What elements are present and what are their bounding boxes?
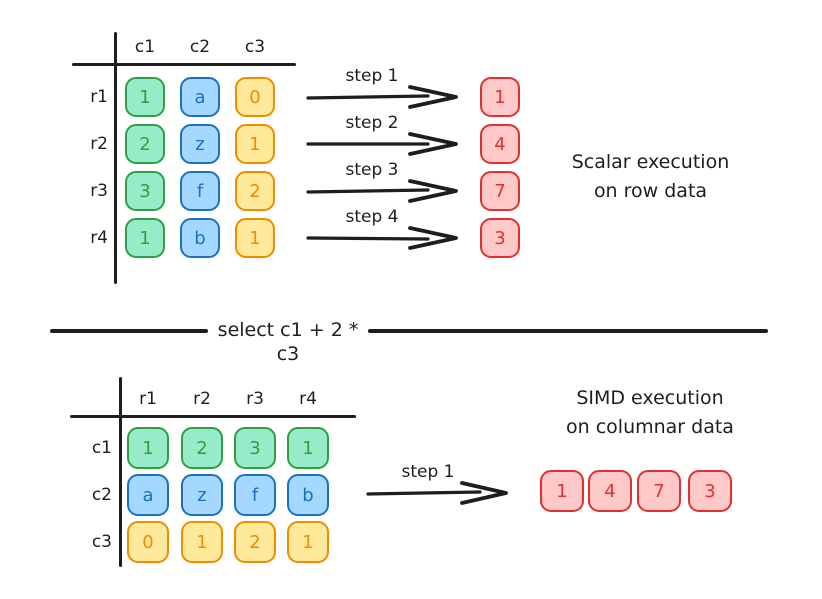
column-header-c3: c3 [244, 37, 266, 57]
column-header-c2: c2 [189, 37, 211, 57]
column-header-r4: r4 [299, 389, 317, 409]
row-table-axis-hline [72, 63, 296, 66]
arrow-icon [306, 179, 458, 203]
table-cell: 3 [234, 427, 276, 469]
result-cell: 4 [480, 124, 520, 164]
table-cell: 1 [235, 124, 275, 164]
table-cell: a [127, 474, 169, 516]
table-cell: 2 [181, 427, 223, 469]
arrow-icon [366, 481, 508, 505]
column-table-axis-vline [119, 377, 122, 567]
row-header-r2: r2 [90, 134, 108, 154]
result-cell: 1 [540, 470, 584, 512]
step-arrow-group: step 2 [306, 112, 464, 160]
scalar-caption-line2: on row data [593, 180, 708, 202]
simd-caption-line1: SIMD execution [576, 387, 724, 409]
row-header-r4: r4 [90, 228, 108, 248]
result-cell: 4 [588, 470, 632, 512]
scalar-caption: Scalar execution on row data [553, 148, 748, 206]
row-header-r3: r3 [90, 181, 108, 201]
row-header-c2: c2 [91, 485, 112, 505]
column-header-r2: r2 [193, 389, 211, 409]
divider-line-right [368, 329, 768, 333]
step-label: step 3 [345, 160, 399, 180]
scalar-caption-line1: Scalar execution [571, 151, 730, 173]
result-cell: 3 [688, 470, 732, 512]
arrow-icon [306, 85, 458, 109]
step-arrow-group: step 1 [306, 65, 464, 113]
table-cell: 0 [235, 77, 275, 117]
row-header-r1: r1 [90, 87, 108, 107]
simd-caption-line2: on columnar data [566, 416, 734, 438]
table-cell: b [287, 474, 329, 516]
step-label: step 1 [401, 462, 455, 482]
step-arrow-group: step 1 [366, 461, 514, 509]
result-cell: 1 [480, 77, 520, 117]
table-cell: 1 [125, 77, 165, 117]
step-arrow-group: step 3 [306, 159, 464, 207]
table-cell: b [180, 218, 220, 258]
column-table-axis-hline [70, 415, 356, 418]
table-cell: 1 [287, 427, 329, 469]
step-label: step 4 [345, 207, 399, 227]
table-cell: f [180, 171, 220, 211]
table-cell: 3 [125, 171, 165, 211]
row-table-axis-vline [114, 32, 117, 284]
divider-line-left [50, 329, 208, 333]
table-cell: z [180, 124, 220, 164]
table-cell: a [180, 77, 220, 117]
table-cell: 1 [287, 521, 329, 563]
row-header-c3: c3 [91, 532, 112, 552]
table-cell: 1 [125, 218, 165, 258]
table-cell: 0 [127, 521, 169, 563]
table-cell: f [234, 474, 276, 516]
query-label: select c1 + 2 * c3 [217, 319, 359, 365]
table-cell: 2 [125, 124, 165, 164]
column-header-r3: r3 [246, 389, 264, 409]
table-cell: 1 [181, 521, 223, 563]
table-cell: 1 [235, 218, 275, 258]
step-label: step 1 [345, 66, 399, 86]
result-cell: 7 [637, 470, 681, 512]
simd-caption: SIMD execution on columnar data [550, 384, 750, 442]
row-header-c1: c1 [91, 438, 112, 458]
result-cell: 7 [480, 171, 520, 211]
table-cell: 2 [234, 521, 276, 563]
column-header-r1: r1 [139, 389, 157, 409]
column-header-c1: c1 [134, 37, 156, 57]
arrow-icon [306, 132, 458, 156]
result-cell: 3 [480, 218, 520, 258]
step-label: step 2 [345, 113, 399, 133]
arrow-icon [306, 226, 458, 250]
table-cell: 1 [127, 427, 169, 469]
table-cell: 2 [235, 171, 275, 211]
table-cell: z [181, 474, 223, 516]
step-arrow-group: step 4 [306, 206, 464, 254]
